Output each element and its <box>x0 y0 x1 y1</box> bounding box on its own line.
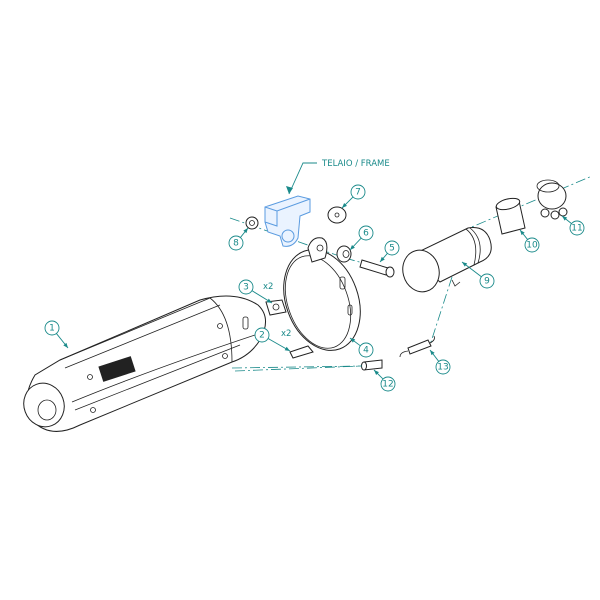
callout-number: 4 <box>363 346 369 356</box>
arrow-icon <box>462 262 468 267</box>
part-10-sleeve <box>495 197 526 235</box>
callout-6: 6 <box>349 225 374 251</box>
arrow-icon <box>430 350 435 356</box>
frame-leader <box>288 162 317 195</box>
callout-13: 13 <box>429 349 451 375</box>
callout-1: 1 <box>44 320 69 349</box>
part-11-exhaust-clamp <box>536 179 568 220</box>
part-5-bolt <box>359 259 395 278</box>
callout-circle <box>358 225 374 241</box>
callout-11: 11 <box>561 215 585 236</box>
part-3-quantity: x2 <box>263 282 273 292</box>
part-2-quantity: x2 <box>281 329 291 339</box>
callout-circle <box>350 184 366 200</box>
part-3-clip <box>265 299 287 316</box>
callout-circle <box>384 240 400 256</box>
callout-number: 1 <box>49 324 55 334</box>
callout-number: 12 <box>382 380 393 390</box>
frame-arrow-icon <box>286 186 293 194</box>
callout-3: 3 <box>238 279 273 304</box>
arrow-icon <box>63 342 68 348</box>
part-4-clamp-band <box>283 237 361 351</box>
callout-number: 10 <box>526 241 538 251</box>
callout-circle <box>238 279 254 295</box>
arrow-icon <box>284 346 290 351</box>
arrow-icon <box>374 370 379 375</box>
callout-number: 13 <box>437 363 448 373</box>
callout-circle <box>524 237 540 253</box>
callout-8: 8 <box>228 227 249 251</box>
muffler-pin-line <box>231 365 363 369</box>
arrow-icon <box>520 230 525 236</box>
callout-12: 12 <box>373 369 396 392</box>
callout-5: 5 <box>379 240 400 263</box>
callout-number: 7 <box>355 188 361 198</box>
callout-number: 9 <box>484 277 490 287</box>
arrow-icon <box>562 216 568 221</box>
part-7-washer <box>327 206 347 224</box>
part-6-bushing <box>336 245 352 263</box>
brand-logo <box>98 356 136 382</box>
part-9-link-pipe <box>402 227 492 293</box>
callout-circle <box>254 327 270 343</box>
callout-circle <box>569 220 585 236</box>
part-12-pin <box>361 359 383 371</box>
callout-circle <box>435 359 451 375</box>
arrow-icon <box>380 256 385 262</box>
part-2-rubber-pad <box>289 345 314 359</box>
callout-number: 2 <box>259 331 265 341</box>
callout-circle <box>44 320 60 336</box>
callout-7: 7 <box>341 184 366 209</box>
callout-9: 9 <box>461 261 495 289</box>
callout-number: 8 <box>233 239 239 249</box>
part-13-spring <box>399 335 435 358</box>
callout-4: 4 <box>349 337 374 358</box>
arrow-icon <box>350 338 356 343</box>
part-8-nut <box>245 216 259 230</box>
callout-10: 10 <box>519 229 540 253</box>
callout-circle <box>358 342 374 358</box>
frame-bracket <box>264 195 311 247</box>
arrow-icon <box>266 298 272 303</box>
part-1-muffler <box>23 295 266 432</box>
callout-circle <box>228 235 244 251</box>
arrow-icon <box>342 203 347 208</box>
arrow-icon <box>243 228 248 234</box>
callout-circle <box>479 273 495 289</box>
callout-number: 6 <box>363 229 369 239</box>
callout-number: 3 <box>243 283 249 293</box>
frame-label: TELAIO / FRAME <box>321 159 390 169</box>
arrow-icon <box>350 244 355 250</box>
callout-number: 5 <box>389 244 395 254</box>
callout-circle <box>380 376 396 392</box>
callout-2: 2 <box>254 327 291 352</box>
callout-number: 11 <box>571 224 582 234</box>
